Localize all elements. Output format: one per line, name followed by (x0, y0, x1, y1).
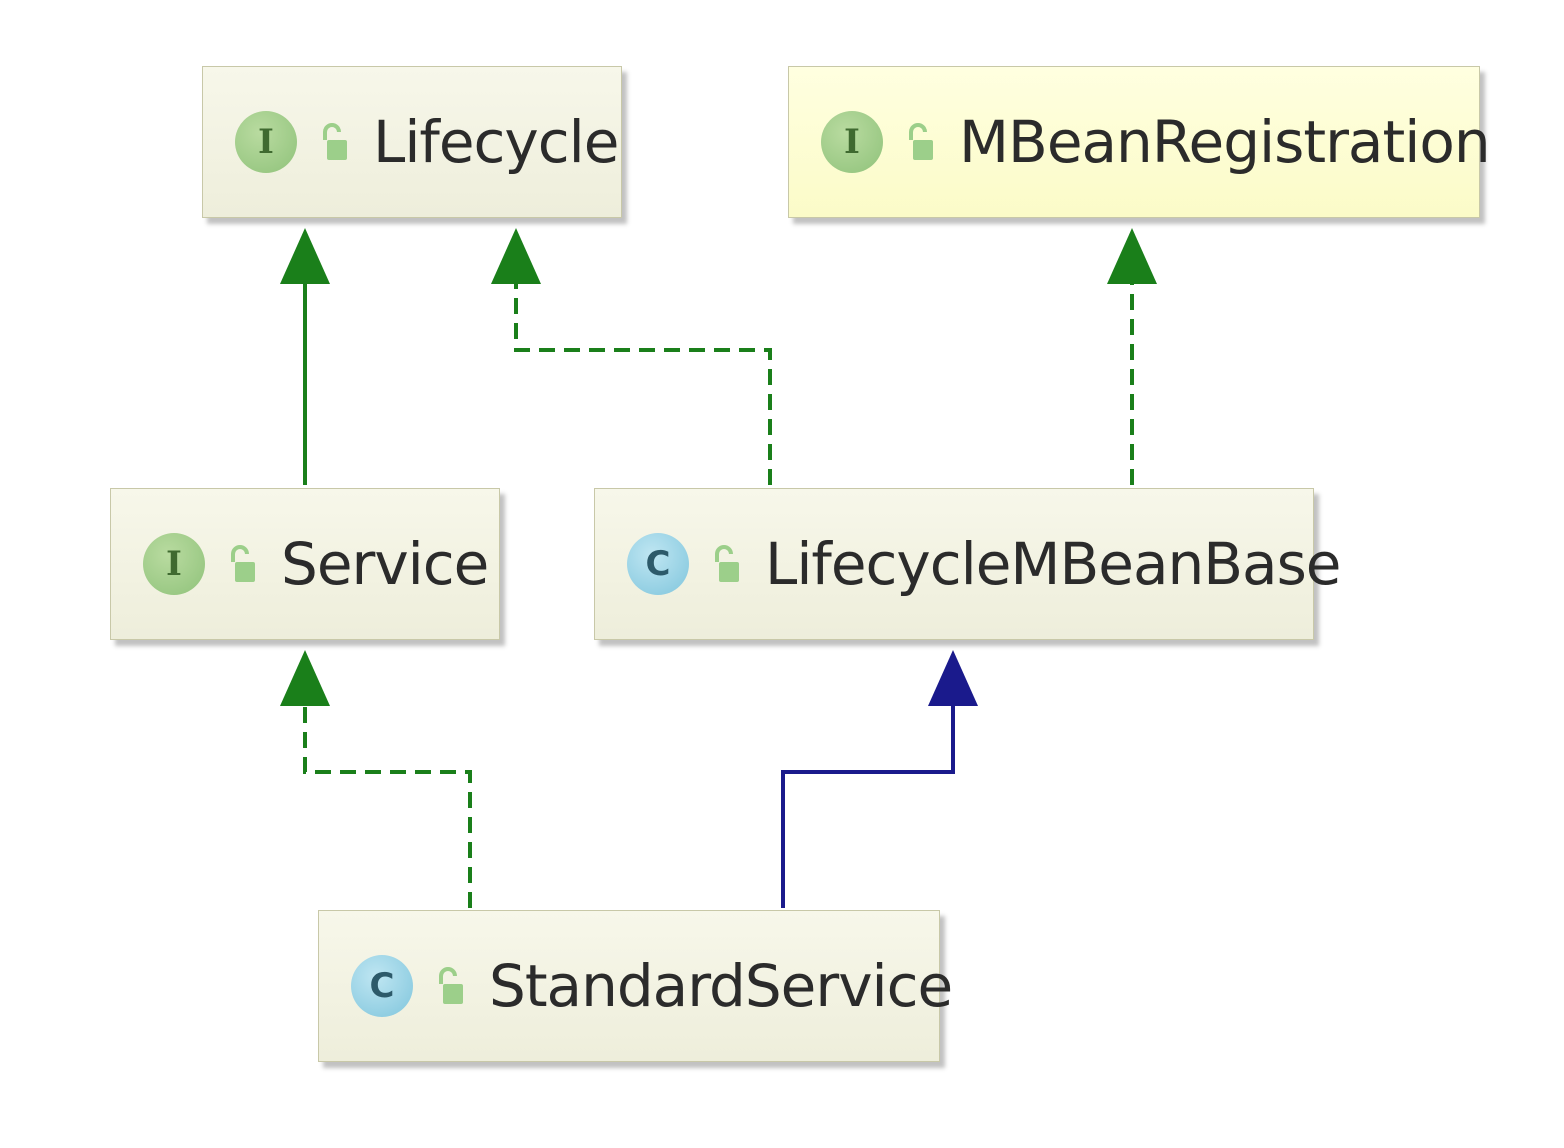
public-access-icon (231, 545, 255, 582)
edge-arrowhead (928, 650, 978, 706)
node-lifecycle[interactable]: I Lifecycle (202, 66, 622, 218)
node-mbeanregistration[interactable]: I MBeanRegistration (788, 66, 1491, 218)
node-label: Lifecycle (373, 108, 619, 176)
class-badge-icon: C (351, 955, 413, 1017)
public-access-icon (439, 967, 463, 1004)
public-access-icon (715, 545, 739, 582)
edge-arrowhead (1107, 228, 1157, 284)
edge-arrowhead (491, 228, 541, 284)
edge-arrowhead (280, 650, 330, 706)
node-label: Service (281, 530, 489, 598)
node-standardservice[interactable]: C StandardService (318, 910, 953, 1062)
public-access-icon (909, 123, 933, 160)
node-label: LifecycleMBeanBase (765, 530, 1341, 598)
public-access-icon (323, 123, 347, 160)
edge-standardservice-extends-lifecyclembeanbase (781, 650, 978, 908)
class-badge-icon: C (627, 533, 689, 595)
interface-badge-icon: I (821, 111, 883, 173)
interface-badge-icon: I (235, 111, 297, 173)
edge-arrowhead (280, 228, 330, 284)
edge-service-extends-lifecycle (280, 228, 330, 485)
node-label: StandardService (489, 952, 953, 1020)
node-service[interactable]: I Service (110, 488, 500, 640)
edge-lifecyclembeanbase-implements-mbeanregistration (1107, 228, 1157, 485)
node-lifecyclembeanbase[interactable]: C LifecycleMBeanBase (594, 488, 1341, 640)
edge-lifecyclembeanbase-implements-lifecycle (491, 228, 772, 485)
edge-standardservice-implements-service (280, 650, 472, 908)
interface-badge-icon: I (143, 533, 205, 595)
node-label: MBeanRegistration (959, 108, 1491, 176)
